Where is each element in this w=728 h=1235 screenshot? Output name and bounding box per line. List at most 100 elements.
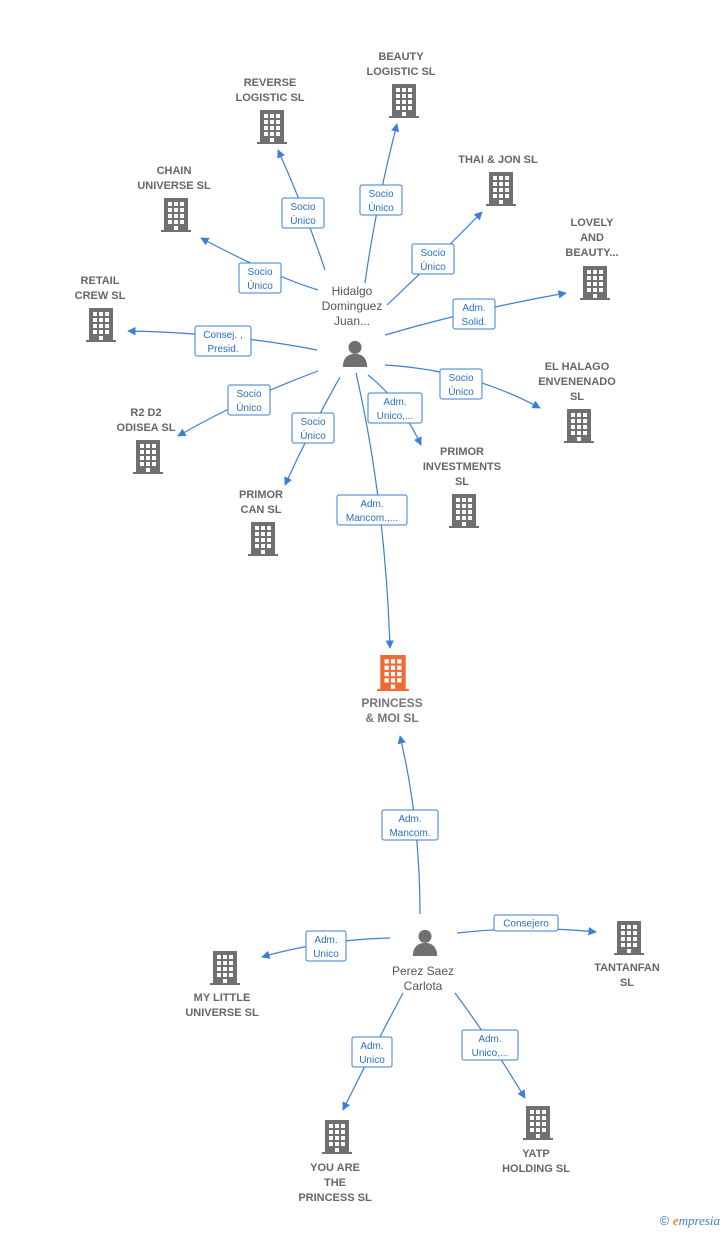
company-label: REVERSE: [244, 77, 297, 89]
company-node-primorinv[interactable]: PRIMOR INVESTMENTS SL: [423, 446, 501, 528]
edge-label-box[interactable]: Adm.Solid.: [452, 298, 496, 330]
company-label: LOGISTIC SL: [235, 92, 304, 104]
edge-p2-mylittle: Adm. Unico: [261, 930, 391, 962]
building-icon: [210, 951, 240, 985]
person-node-p1[interactable]: HidalgoDominguezJuan...: [322, 284, 383, 367]
edge-label-text: Único: [236, 401, 262, 414]
edge-label-text: Adm.: [383, 397, 406, 408]
edge-label-box[interactable]: Adm.Mancom.,...: [336, 494, 408, 526]
building-icon: [377, 655, 409, 691]
company-label: SL: [570, 391, 584, 403]
building-icon: [248, 522, 278, 556]
company-node-thai[interactable]: THAI & JON SL: [458, 154, 538, 206]
building-icon: [86, 308, 116, 342]
edge-label-text: Consejero: [503, 919, 549, 930]
company-label: INVESTMENTS: [423, 461, 501, 473]
edge-label-text: Único: [368, 201, 394, 214]
company-label: ODISEA SL: [117, 422, 176, 434]
edge-label-text: Adm.: [314, 935, 337, 946]
edge-label-box[interactable]: Adm.Unico: [351, 1036, 393, 1068]
company-node-reverse[interactable]: REVERSE LOGISTIC SL: [235, 77, 305, 144]
building-icon: [564, 409, 594, 443]
edge-label-text: Único: [420, 260, 446, 273]
edge-label-text: Adm.: [360, 499, 383, 510]
edge-p1-princess: Adm.Mancom.,...: [336, 372, 408, 649]
company-label: PRINCESS: [361, 696, 422, 710]
company-node-lovely[interactable]: LOVELYANDBEAUTY...: [565, 217, 619, 300]
edge-label-text: Unico: [359, 1055, 385, 1066]
edge-label-box[interactable]: Adm. Unico,...: [461, 1029, 519, 1061]
company-label: ENVENENADO: [538, 376, 616, 388]
company-label: TANTANFAN: [594, 962, 660, 974]
company-label: THAI & JON SL: [458, 154, 538, 166]
company-label: MY LITTLE: [194, 992, 251, 1004]
company-node-retail[interactable]: RETAIL CREW SL: [75, 275, 126, 342]
edge-label-box[interactable]: Adm. Unico: [305, 930, 347, 962]
edge-label-box[interactable]: Consej. ,Presid.: [194, 325, 252, 357]
company-label: CAN SL: [241, 504, 282, 516]
edge-label-text: Adm.: [462, 303, 485, 314]
edge-label-text: Adm.: [478, 1034, 501, 1045]
person-icon: [412, 929, 438, 956]
person-label: Hidalgo: [332, 284, 373, 298]
company-label: UNIVERSE SL: [185, 1007, 259, 1019]
building-icon: [449, 494, 479, 528]
edge-label-text: Socio: [300, 417, 325, 428]
person-label: Juan...: [334, 314, 370, 328]
edges-layer: SocioÚnicoSocioÚnicoSocioÚnicoSocioÚnico…: [127, 123, 597, 1111]
edge-label-text: Mancom.: [389, 828, 430, 839]
copyright-symbol: ©: [659, 1213, 670, 1228]
company-label: YATP: [522, 1148, 550, 1160]
company-label: PRIMOR: [440, 446, 484, 458]
company-label: CREW SL: [75, 290, 126, 302]
edge-label-text: Socio: [368, 189, 393, 200]
company-label: RETAIL: [81, 275, 120, 287]
building-icon: [257, 110, 287, 144]
copyright-footer: © empresia: [660, 1213, 720, 1229]
building-icon: [389, 84, 419, 118]
edge-label-text: Unico: [313, 949, 339, 960]
company-label: SL: [455, 476, 469, 488]
edge-label-box[interactable]: Adm.Mancom.: [381, 809, 439, 841]
edge-label-box[interactable]: Consejero: [493, 914, 559, 932]
person-icon: [342, 340, 368, 367]
company-node-princess[interactable]: PRINCESS& MOI SL: [361, 655, 423, 725]
edge-p1-retail: Consej. ,Presid.: [127, 325, 318, 357]
edge-label-text: Unico,...: [472, 1048, 509, 1059]
company-label: THE: [324, 1177, 346, 1189]
person-label: Perez Saez: [392, 964, 454, 978]
building-icon: [614, 921, 644, 955]
edge-label-box[interactable]: Adm. Unico,...: [367, 392, 423, 424]
person-label: Carlota: [404, 979, 443, 993]
edge-p2-youare: Adm.Unico: [342, 992, 404, 1111]
edge-p2-tantanfan: Consejero: [456, 914, 597, 936]
edge-label-text: Único: [300, 429, 326, 442]
company-node-mylittle[interactable]: MY LITTLE UNIVERSE SL: [185, 951, 259, 1019]
company-label: UNIVERSE SL: [137, 180, 211, 192]
empresia-logo[interactable]: empresia: [672, 1213, 720, 1228]
edge-label-text: Unico,...: [377, 411, 414, 422]
company-label: YOU ARE: [310, 1162, 360, 1174]
